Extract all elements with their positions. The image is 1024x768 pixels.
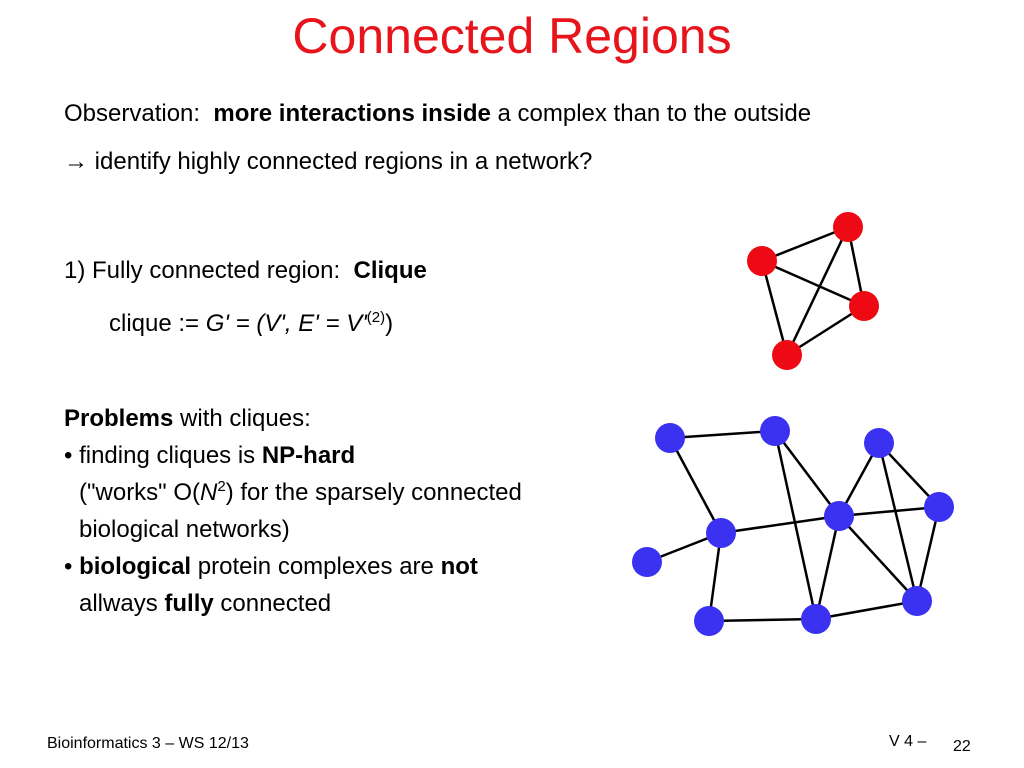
network-edge <box>708 617 817 623</box>
network-edges <box>646 429 941 623</box>
bullet-biological: • biological protein complexes are not <box>64 552 478 582</box>
problems-heading: Problems with cliques: <box>64 404 311 434</box>
clique-heading: 1) Fully connected region: Clique <box>64 256 427 286</box>
observation-rest: a complex than to the outside <box>497 100 812 127</box>
network-node <box>864 428 894 458</box>
clique-def-suffix: ) <box>385 310 394 337</box>
clique-node <box>747 246 777 276</box>
bullet1-line2-superscript: 2 <box>217 478 226 495</box>
bullet1-line2-prefix: ("works" O( <box>79 479 201 506</box>
network-edge <box>774 430 840 517</box>
network-node <box>902 586 932 616</box>
network-node <box>706 518 736 548</box>
bullet1-prefix: • finding cliques is <box>64 442 256 469</box>
clique-node <box>772 340 802 370</box>
clique-def-formula: G' = (V', E' = V' <box>205 310 367 337</box>
network-node <box>655 423 685 453</box>
bullet1-continuation: ("works" O(N2) for the sparsely connecte… <box>79 478 522 508</box>
bullet1-emphasis: NP-hard <box>261 442 356 469</box>
network-edge <box>877 442 919 602</box>
network-edge <box>915 506 941 602</box>
clique-heading-emphasis: Clique <box>353 257 427 284</box>
bullet-np-hard: • finding cliques is NP-hard <box>64 441 355 471</box>
network-node <box>801 604 831 634</box>
footer-page-number: 22 <box>953 738 971 755</box>
network-edge <box>815 599 918 621</box>
bullet1-line2-var: N <box>200 479 218 506</box>
network-node <box>632 547 662 577</box>
footer-course: Bioinformatics 3 – WS 12/13 <box>47 735 249 752</box>
clique-edge <box>761 259 865 308</box>
bullet2-line2-suffix: connected <box>220 590 332 617</box>
network-edge <box>773 430 818 620</box>
observation-line: Observation: more interactions inside a … <box>64 99 811 129</box>
observation-label: Observation: <box>64 100 201 127</box>
clique-edge <box>785 226 850 356</box>
network-edge <box>668 437 723 534</box>
bullet2-continuation: allways fully connected <box>79 589 331 619</box>
network-edge <box>720 514 840 535</box>
bullet2-line2-emphasis: fully <box>164 590 214 617</box>
bullet2-marker: • <box>64 553 73 580</box>
network-node <box>824 501 854 531</box>
bullet2-middle: protein complexes are <box>197 553 434 580</box>
clique-edge <box>760 260 789 356</box>
clique-def-superscript: (2) <box>366 309 386 326</box>
clique-edge <box>786 304 865 357</box>
bullet1-line3: biological networks) <box>79 516 290 543</box>
identify-line: → identify highly connected regions in a… <box>64 148 593 175</box>
clique-node <box>833 212 863 242</box>
network-edge <box>814 515 841 620</box>
network-node <box>694 606 724 636</box>
footer-lecture: V 4 – <box>889 733 927 750</box>
clique-nodes <box>747 212 879 370</box>
clique-heading-prefix: 1) Fully connected region: <box>64 257 341 284</box>
network-node <box>924 492 954 522</box>
network-nodes <box>632 416 954 636</box>
clique-edge <box>761 225 849 263</box>
network-edge <box>669 429 776 440</box>
clique-def-prefix: clique := <box>109 310 200 337</box>
bullet1-line2-suffix: ) for the sparsely connected <box>225 479 522 506</box>
bullet2-line2-prefix: allways <box>79 590 158 617</box>
problems-emphasis: Problems <box>64 405 174 432</box>
slide-title: Connected Regions <box>292 8 732 64</box>
clique-node <box>849 291 879 321</box>
network-edge <box>838 515 918 602</box>
bullet2-emphasis2: not <box>440 553 478 580</box>
bullet2-emphasis1: biological <box>79 553 192 580</box>
network-edge <box>838 505 940 518</box>
clique-definition: clique := G' = (V', E' = V'(2)) <box>109 309 393 339</box>
problems-rest: with cliques: <box>180 405 311 432</box>
observation-emphasis: more interactions inside <box>213 100 491 127</box>
network-node <box>760 416 790 446</box>
clique-edges <box>760 225 866 357</box>
